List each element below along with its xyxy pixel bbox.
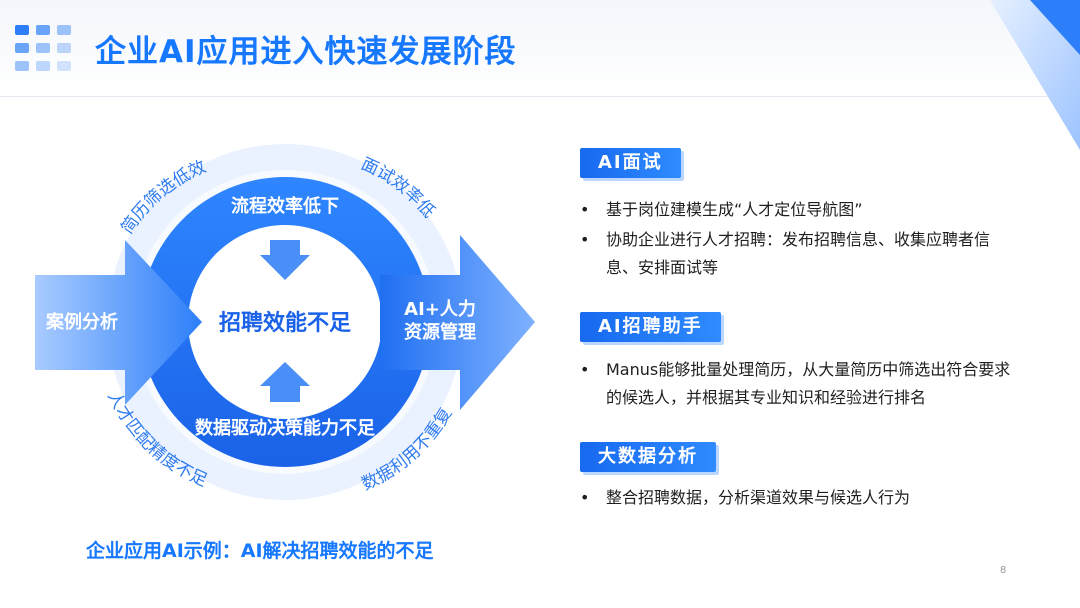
- header-bar: 企业AI应用进入快速发展阶段: [0, 0, 1080, 97]
- bottom-ring-label: 数据驱动决策能力不足: [195, 417, 375, 439]
- center-circle: [188, 225, 382, 419]
- top-ring-label: 流程效率低下: [231, 195, 339, 217]
- left-arrow-label: 案例分析: [45, 311, 118, 333]
- down-arrow-icon: [260, 240, 310, 280]
- right-arrow-label-1: AI+人力: [404, 299, 476, 320]
- up-arrow-icon: [260, 362, 310, 402]
- left-arrow: [35, 240, 202, 405]
- page-title: 企业AI应用进入快速发展阶段: [95, 34, 517, 70]
- section-title-ai-recruiting-assistant: AI招聘助手: [580, 312, 721, 342]
- right-arrow-label-2: 资源管理: [404, 321, 476, 343]
- grid-logo-icon: [15, 25, 75, 75]
- diagram-caption: 企业应用AI示例：AI解决招聘效能的不足: [86, 540, 434, 562]
- section-title-ai-interview: AI面试: [580, 148, 681, 178]
- recruitment-cycle-diagram: 案例分析 招聘效能不足 流程效率低下 数据驱动决策能力不足 AI+人力 资源管理…: [35, 144, 535, 500]
- center-label: 招聘效能不足: [219, 310, 351, 336]
- section-title-big-data-analysis: 大数据分析: [580, 442, 716, 472]
- corner-decoration: [990, 0, 1080, 150]
- page-number: 8: [1000, 565, 1007, 576]
- right-arrow: [380, 235, 535, 410]
